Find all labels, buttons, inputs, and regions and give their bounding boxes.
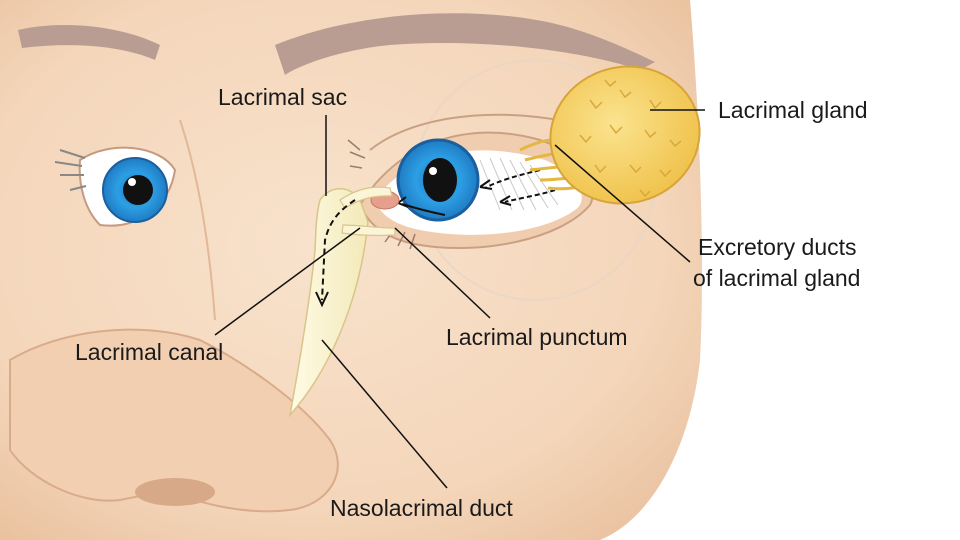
label-nasolacrimal-duct: Nasolacrimal duct xyxy=(330,495,513,521)
label-excretory-ducts-line2: of lacrimal gland xyxy=(693,265,860,291)
label-lacrimal-punctum: Lacrimal punctum xyxy=(446,324,628,350)
nostril xyxy=(135,478,215,506)
right-eye-highlight xyxy=(429,167,437,175)
right-pupil xyxy=(423,158,457,202)
label-lacrimal-sac: Lacrimal sac xyxy=(218,84,347,110)
label-lacrimal-canal: Lacrimal canal xyxy=(75,339,223,365)
label-excretory-ducts-line1: Excretory ducts xyxy=(698,234,857,260)
label-lacrimal-gland: Lacrimal gland xyxy=(718,97,868,123)
left-eye-highlight xyxy=(128,178,136,186)
left-pupil xyxy=(123,175,153,205)
